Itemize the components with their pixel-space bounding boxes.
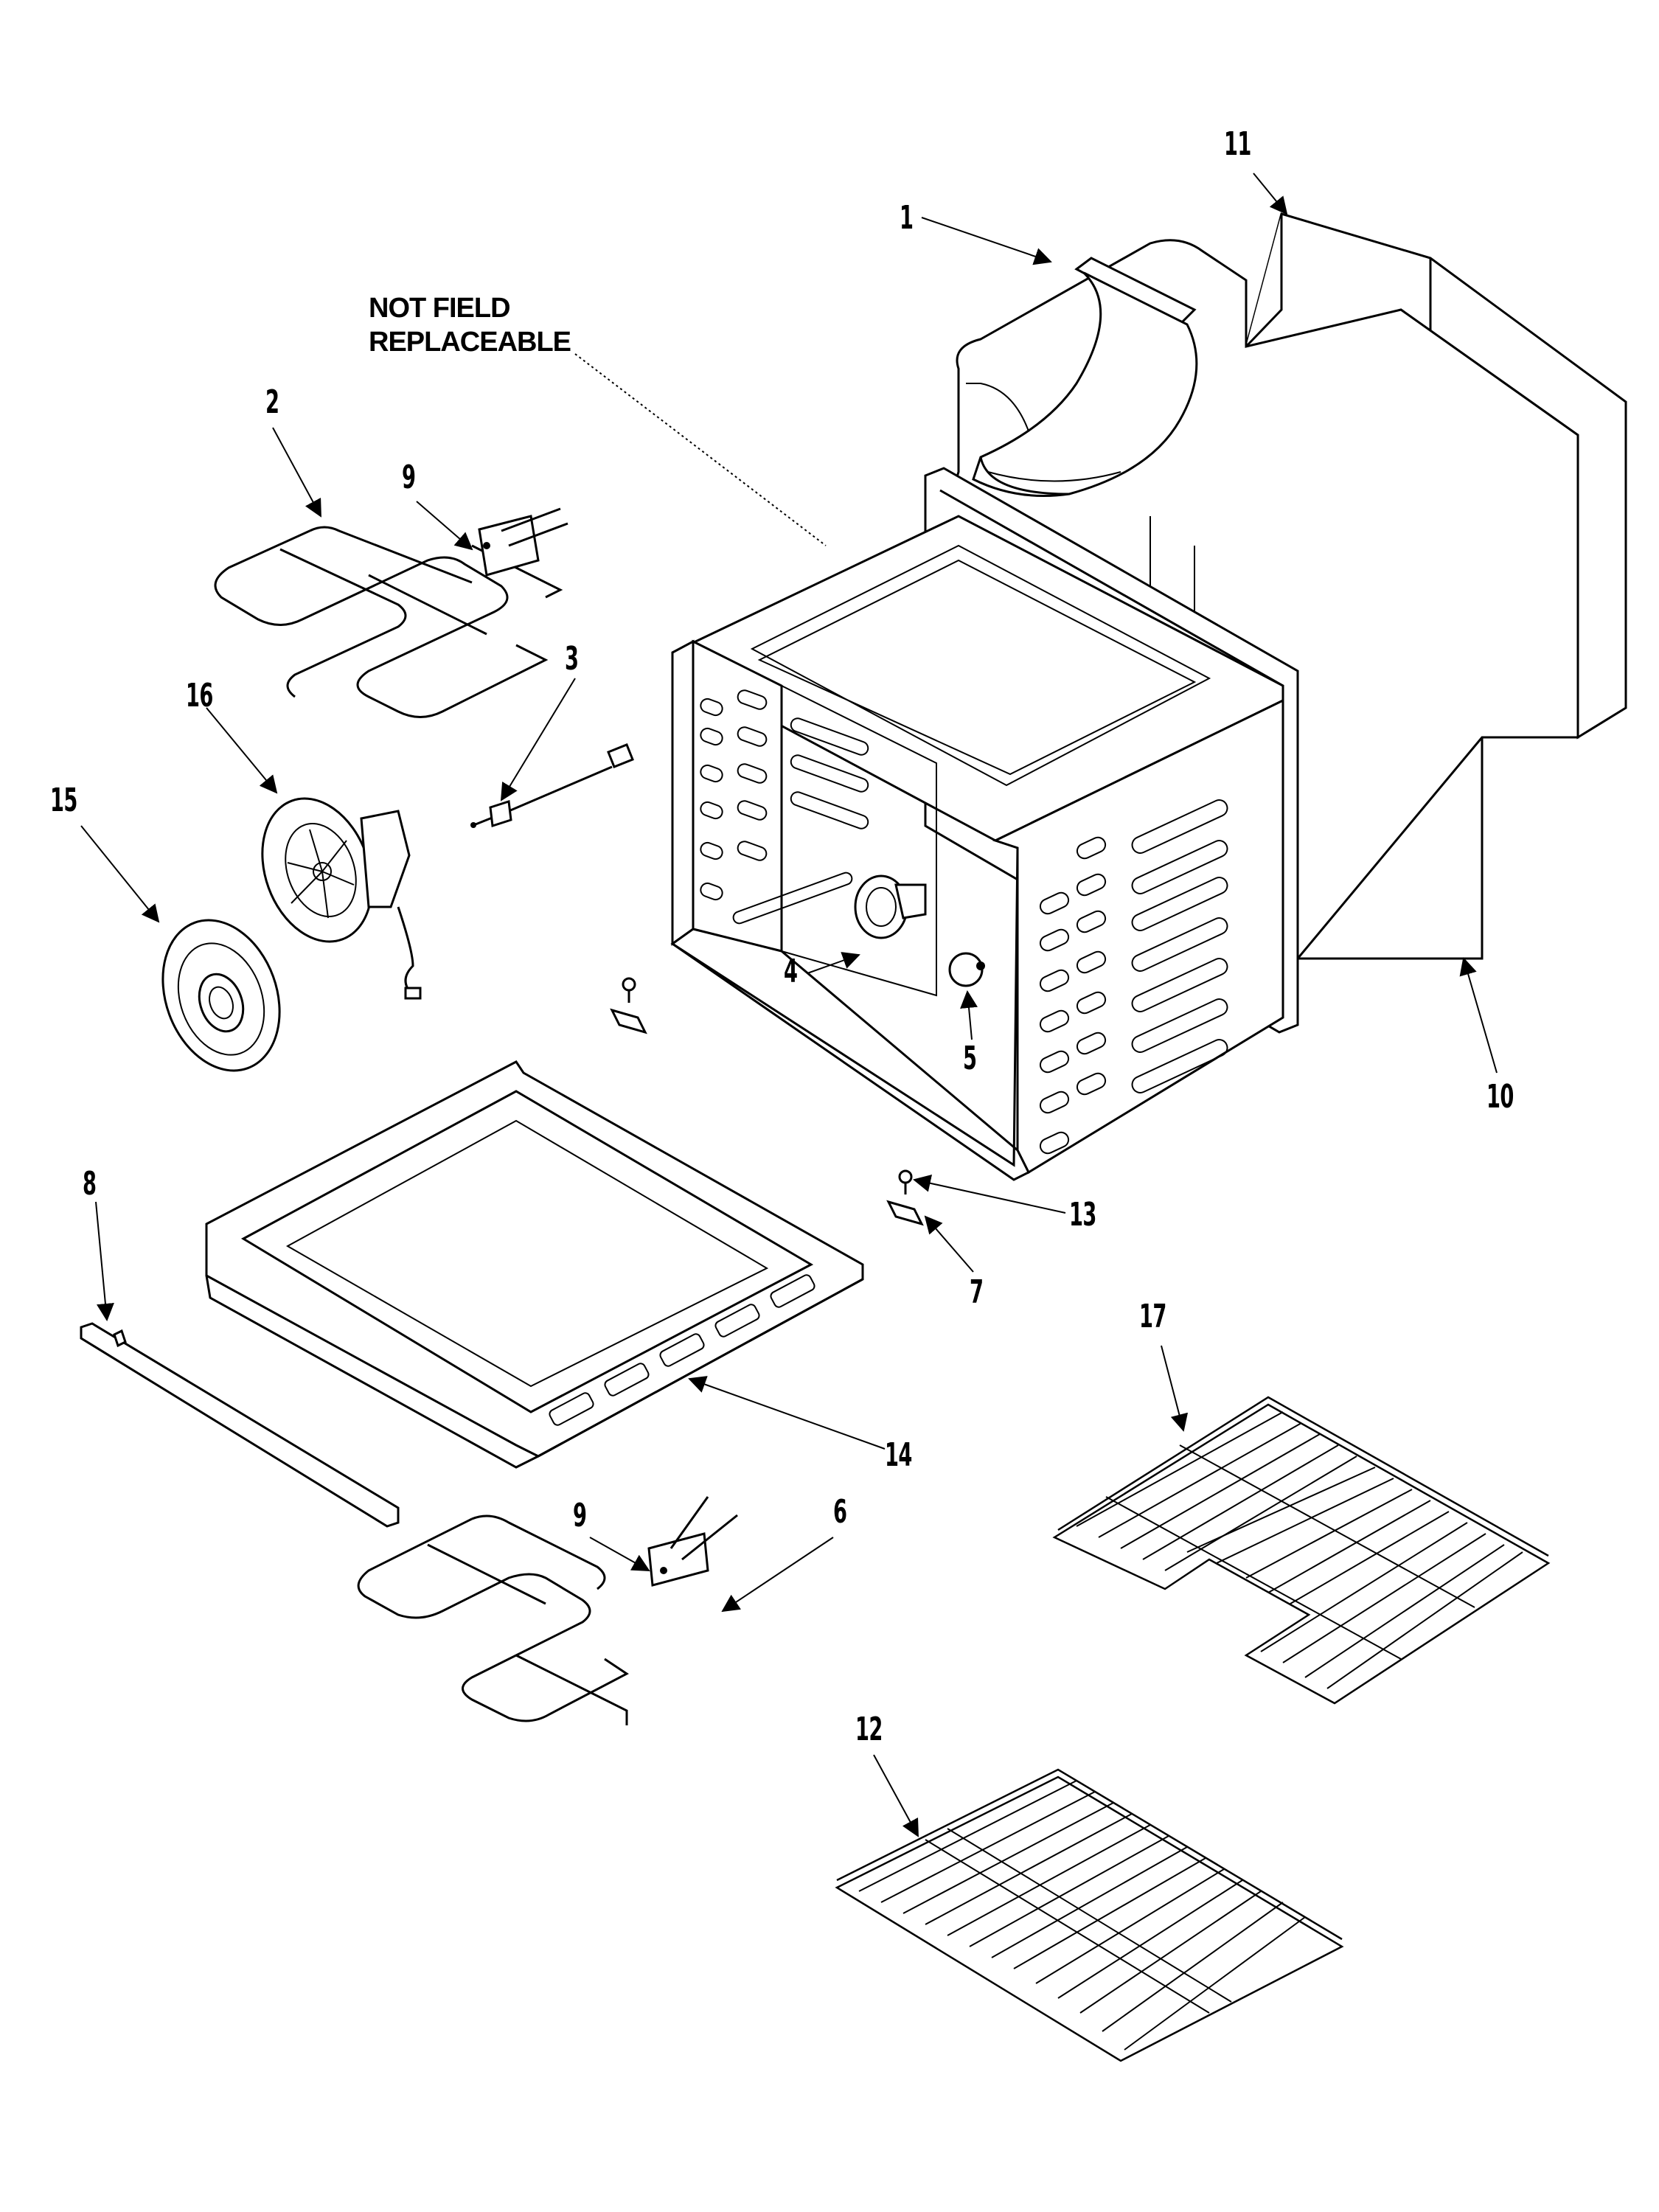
note-line-1: NOT FIELD xyxy=(369,293,511,324)
callout-4: 4 xyxy=(784,953,798,990)
fan-baffle-part xyxy=(161,919,281,1072)
callout-15: 15 xyxy=(50,782,77,819)
callout-9-upper: 9 xyxy=(402,459,416,496)
screw-part xyxy=(622,977,913,1194)
trim-strip-part xyxy=(80,1322,400,1528)
vent-duct-part xyxy=(972,257,1198,497)
callout-12: 12 xyxy=(855,1711,883,1748)
broil-element-part xyxy=(214,507,568,718)
callout-7: 7 xyxy=(970,1273,984,1311)
callout-8: 8 xyxy=(83,1165,97,1203)
callout-16: 16 xyxy=(186,677,213,714)
callout-10: 10 xyxy=(1486,1078,1514,1116)
oven-bottom-frame-part xyxy=(205,1060,864,1469)
callout-6: 6 xyxy=(833,1493,847,1531)
callout-5: 5 xyxy=(963,1040,977,1077)
oven-rack-part xyxy=(835,1768,1344,2062)
callout-1: 1 xyxy=(900,199,914,237)
convection-fan-motor-part xyxy=(261,797,422,1000)
callout-13: 13 xyxy=(1069,1196,1096,1234)
note-line-2: REPLACEABLE xyxy=(369,327,571,358)
temperature-sensor-part xyxy=(470,743,634,828)
half-oven-rack-part xyxy=(1052,1396,1551,1705)
callout-11: 11 xyxy=(1224,125,1251,163)
bake-element-part xyxy=(357,1496,738,1725)
callout-9-lower: 9 xyxy=(573,1497,587,1534)
mounting-clip-part xyxy=(610,1008,924,1226)
convection-motor-part xyxy=(854,874,927,939)
callout-14: 14 xyxy=(885,1436,912,1474)
leader-lines xyxy=(80,173,1498,1837)
callout-2: 2 xyxy=(265,383,279,421)
oven-light-part xyxy=(948,952,985,987)
oven-cavity-part xyxy=(670,467,1299,1181)
callout-3: 3 xyxy=(565,640,579,678)
not-field-replaceable-note: NOT FIELD REPLACEABLE xyxy=(369,291,571,359)
callout-17: 17 xyxy=(1139,1298,1166,1335)
